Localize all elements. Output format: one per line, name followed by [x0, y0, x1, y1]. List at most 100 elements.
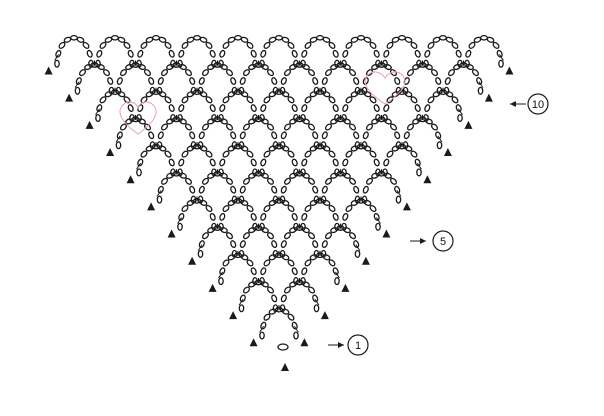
single-crochet-cross-icon: [378, 60, 385, 66]
single-crochet-cross-icon: [276, 250, 282, 256]
single-crochet-cross-icon: [276, 305, 282, 311]
chain-arch-icon: [300, 143, 340, 177]
single-crochet-cross-icon: [317, 250, 323, 256]
triangle-marker-icon: [249, 338, 258, 347]
chain-arch-icon: [320, 62, 361, 95]
single-crochet-cross-icon: [337, 223, 344, 229]
row-marker-label: 5: [440, 236, 446, 248]
chain-arch-icon: [238, 116, 279, 150]
edge-chain-dash: [396, 190, 402, 197]
single-crochet-cross-icon: [255, 277, 262, 284]
single-crochet-cross-icon: [214, 114, 221, 121]
chain-arch-icon: [361, 116, 402, 150]
chain-arch-icon: [115, 116, 156, 150]
heart-outline-icon: [364, 71, 406, 105]
chain-arch-icon: [259, 143, 299, 177]
chain-arch-icon: [382, 89, 422, 123]
single-crochet-cross-icon: [460, 60, 467, 66]
single-crochet-cross-icon: [235, 196, 241, 202]
edge-chain-dash: [335, 271, 340, 279]
single-crochet-cross-icon: [173, 169, 180, 175]
edge-chain-dash: [218, 271, 223, 279]
triangle-marker-icon: [361, 256, 370, 265]
single-crochet-cross-icon: [112, 87, 118, 93]
row-marker-10: 10: [510, 93, 549, 115]
chain-arch-icon: [177, 89, 217, 123]
chain-arch-icon: [177, 198, 217, 231]
edge-chain-dash: [355, 244, 361, 252]
chain-arch-icon: [259, 252, 299, 286]
single-crochet-cross-icon: [276, 142, 282, 148]
chain-arch-icon: [259, 306, 299, 340]
single-crochet-cross-icon: [194, 142, 200, 148]
single-crochet-cross-icon: [296, 169, 303, 175]
triangle-marker-icon: [44, 66, 53, 75]
chain-arch-icon: [279, 62, 320, 95]
triangle-marker-icon: [229, 311, 238, 320]
chain-arch-icon: [464, 34, 504, 68]
triangle-marker-icon: [208, 283, 217, 292]
chain-arch-icon: [197, 116, 238, 150]
chain-arch-icon: [218, 198, 258, 231]
single-crochet-cross-icon: [358, 196, 364, 202]
foundation-chain-icon: [277, 343, 289, 351]
single-crochet-cross-icon: [358, 87, 364, 93]
chain-arch-icon: [136, 89, 176, 123]
chain-arch-icon: [320, 225, 361, 258]
triangle-marker-icon: [341, 283, 350, 292]
edge-chain-dash: [314, 298, 320, 306]
chain-arch-icon: [218, 34, 258, 68]
single-crochet-cross-icon: [440, 87, 446, 93]
triangle-marker-icon: [126, 175, 135, 184]
edge-chain-dash: [74, 81, 80, 88]
single-crochet-cross-icon: [399, 142, 405, 148]
single-crochet-cross-icon: [276, 87, 282, 93]
chain-arch-icon: [300, 34, 340, 68]
single-crochet-cross-icon: [276, 196, 282, 202]
chain-arch-icon: [279, 116, 320, 150]
row-marker-label: 1: [355, 340, 361, 352]
stitch-cross-grid: [54, 54, 504, 333]
chain-arch-icon: [95, 34, 135, 68]
single-crochet-cross-icon: [337, 60, 344, 66]
single-crochet-cross-icon: [214, 223, 221, 229]
chain-arch-icon: [423, 34, 463, 68]
chain-arch-grid: [54, 34, 504, 351]
edge-chain-dash: [197, 244, 203, 252]
chain-arch-icon: [300, 198, 340, 231]
single-crochet-cross-icon: [255, 169, 262, 175]
single-crochet-cross-icon: [296, 223, 303, 229]
row-marker-5: 5: [410, 230, 454, 252]
chain-arch-icon: [320, 170, 361, 204]
chain-arch-icon: [382, 34, 422, 68]
triangle-marker-icon: [423, 175, 432, 184]
triangle-marker-icon: [443, 148, 452, 157]
triangle-marker-icon: [320, 311, 329, 320]
single-crochet-cross-icon: [358, 142, 364, 148]
single-crochet-cross-icon: [296, 277, 303, 284]
chain-arch-icon: [320, 116, 361, 150]
single-crochet-cross-icon: [337, 169, 344, 175]
edge-chain-dash: [437, 135, 443, 143]
single-crochet-cross-icon: [255, 223, 262, 229]
chain-arch-icon: [402, 116, 443, 150]
chain-arch-icon: [238, 225, 279, 258]
single-crochet-cross-icon: [296, 60, 303, 66]
chain-arch-icon: [279, 279, 320, 313]
chain-arch-icon: [238, 62, 279, 95]
single-crochet-cross-icon: [317, 196, 323, 202]
single-crochet-cross-icon: [337, 114, 344, 121]
edge-chain-dash: [478, 81, 484, 88]
chain-arch-icon: [238, 279, 279, 313]
chain-arch-icon: [156, 116, 197, 150]
edge-chain-dash: [136, 162, 141, 170]
chain-arch-icon: [382, 143, 422, 177]
single-crochet-cross-icon: [173, 60, 180, 66]
chain-arch-icon: [402, 62, 443, 95]
chain-arch-icon: [341, 143, 381, 177]
chain-arch-icon: [341, 198, 381, 231]
edge-chain-dash: [177, 217, 182, 224]
edge-chain-dash: [376, 217, 381, 224]
chain-arch-icon: [197, 170, 238, 204]
chain-arch-icon: [259, 34, 299, 68]
